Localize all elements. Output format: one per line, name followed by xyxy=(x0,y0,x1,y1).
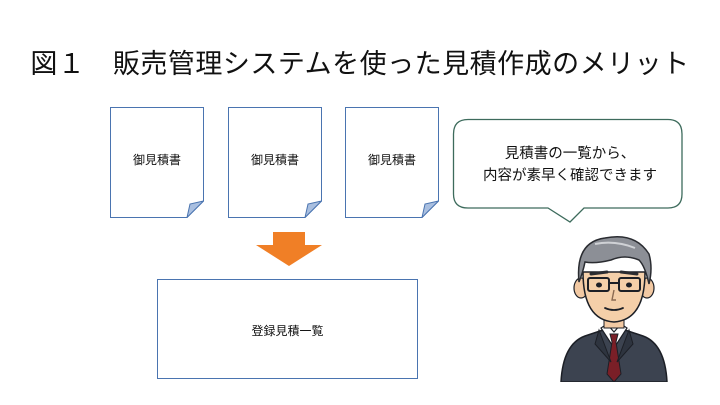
document-icon xyxy=(228,107,322,218)
businessman-illustration-icon xyxy=(560,236,668,382)
quote-document-2: 御見積書 xyxy=(228,107,322,218)
document-label: 御見積書 xyxy=(132,153,181,167)
page-title: 図１ 販売管理システムを使った見積作成のメリット xyxy=(30,49,690,80)
speech-bubble xyxy=(452,118,683,223)
list-box-label: 登録見積一覧 xyxy=(251,324,324,338)
quote-document-1: 御見積書 xyxy=(110,107,204,218)
document-icon xyxy=(345,107,439,218)
speech-line-1: 見積書の一覧から、 xyxy=(504,146,636,162)
registered-quote-list-box: 登録見積一覧 xyxy=(157,279,418,379)
down-arrow-icon xyxy=(256,232,322,266)
speech-line-2: 内容が素早く確認できます xyxy=(483,168,657,184)
document-label: 御見積書 xyxy=(367,153,416,167)
quote-document-3: 御見積書 xyxy=(345,107,439,218)
document-label: 御見積書 xyxy=(250,153,299,167)
document-icon xyxy=(110,107,204,218)
speech-bubble-text: 見積書の一覧から、 内容が素早く確認できます xyxy=(458,143,682,187)
